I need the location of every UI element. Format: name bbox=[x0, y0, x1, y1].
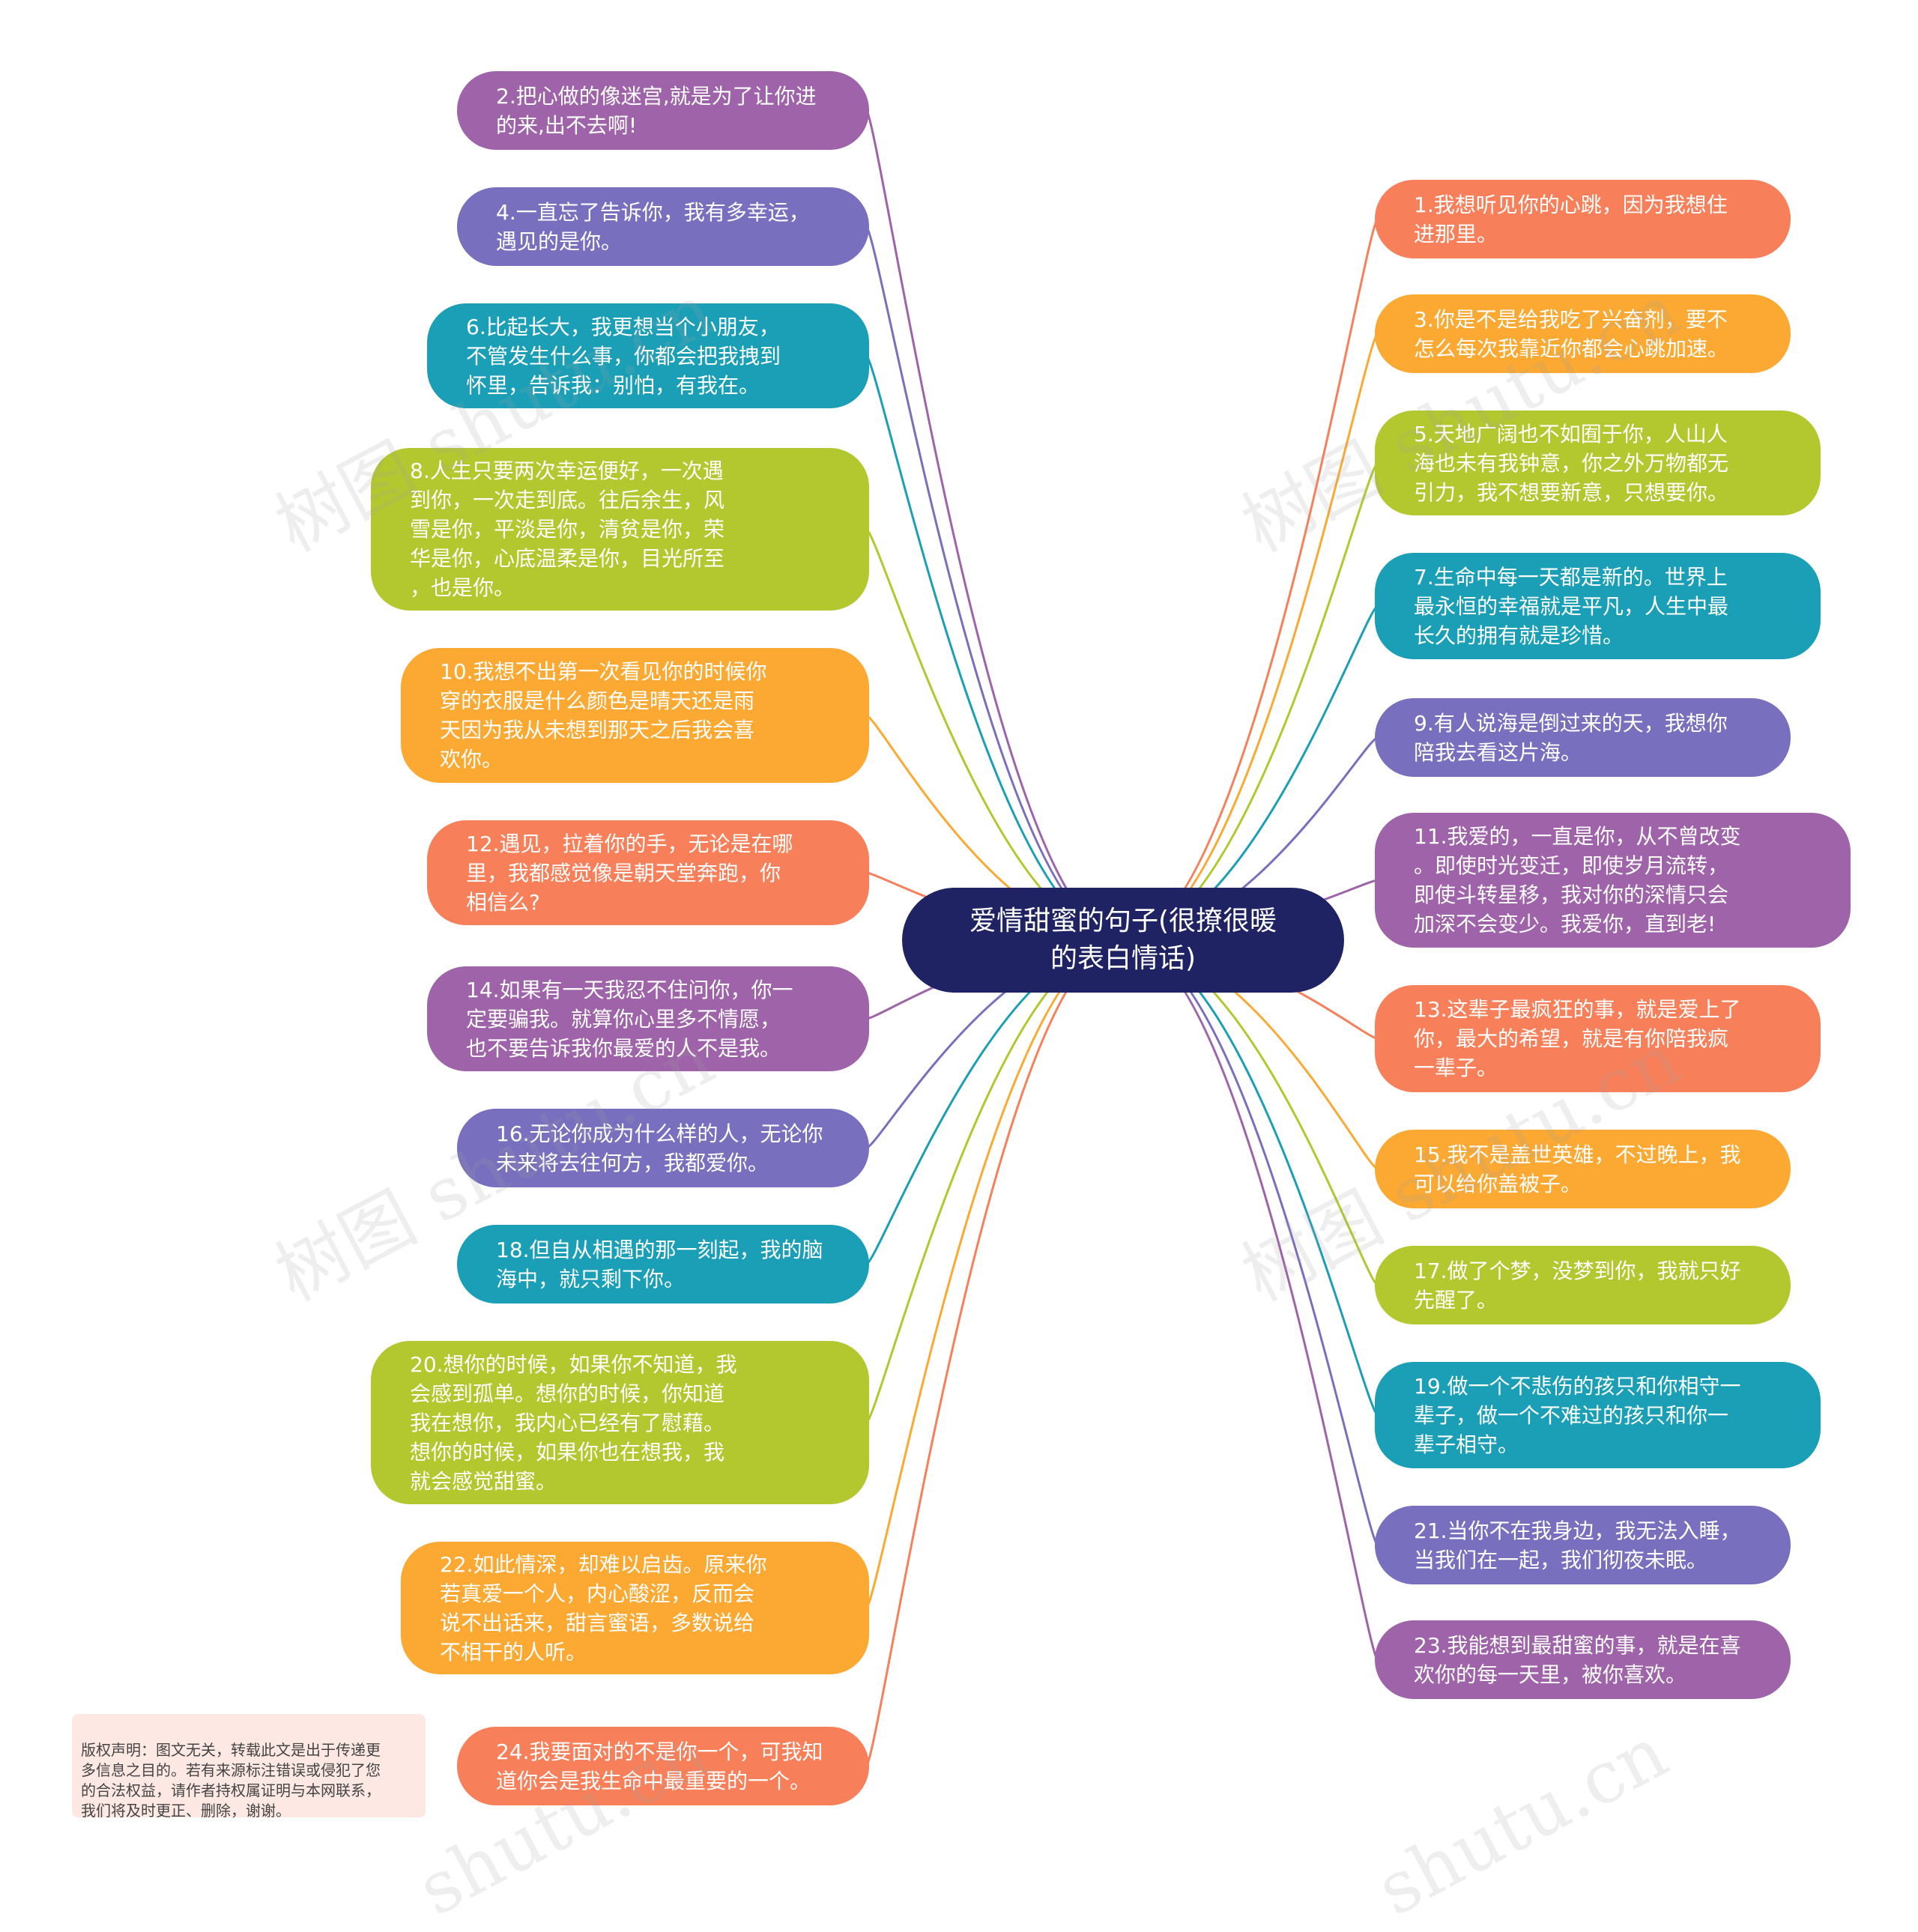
left-branch-node[interactable]: 12.遇见，拉着你的手，无论是在哪 里，我都感觉像是朝天堂奔跑，你 相信么? bbox=[427, 820, 869, 925]
right-connector-line bbox=[1123, 939, 1379, 1661]
left-branch-label: 12.遇见，拉着你的手，无论是在哪 里，我都感觉像是朝天堂奔跑，你 相信么? bbox=[466, 831, 793, 915]
left-branch-label: 10.我想不出第一次看见你的时候你 穿的衣服是什么颜色是晴天还是雨 天因为我从未… bbox=[440, 659, 767, 772]
right-branch-node[interactable]: 7.生命中每一天都是新的。世界上 最永恒的幸福就是平凡，人生中最 长久的拥有就是… bbox=[1375, 553, 1821, 659]
left-branch-label: 22.如此情深，却难以启齿。原来你 若真爱一个人，内心酸涩，反而会 说不出话来，… bbox=[440, 1551, 767, 1665]
left-branch-node[interactable]: 24.我要面对的不是你一个，可我知 道你会是我生命中最重要的一个。 bbox=[457, 1727, 869, 1805]
left-branch-node[interactable]: 2.把心做的像迷宫,就是为了让你进 的来,出不去啊! bbox=[457, 71, 869, 150]
right-branch-label: 15.我不是盖世英雄，不过晚上，我 可以给你盖被子。 bbox=[1414, 1142, 1741, 1196]
left-connector-line bbox=[865, 225, 1125, 942]
right-branch-node[interactable]: 1.我想听见你的心跳，因为我想住 进那里。 bbox=[1375, 180, 1791, 258]
right-branch-label: 23.我能想到最甜蜜的事，就是在喜 欢你的每一天里，被你喜欢。 bbox=[1414, 1632, 1741, 1687]
left-branch-node[interactable]: 22.如此情深，却难以启齿。原来你 若真爱一个人，内心酸涩，反而会 说不出话来，… bbox=[401, 1542, 869, 1674]
right-branch-label: 13.这辈子最疯狂的事，就是爱上了 你，最大的希望，就是有你陪我疯 一辈子。 bbox=[1414, 997, 1741, 1080]
right-branch-label: 9.有人说海是倒过来的天，我想你 陪我去看这片海。 bbox=[1414, 710, 1728, 765]
copyright-note-text: 版权声明：图文无关，转载此文是出于传递更 多信息之目的。若有来源标注错误或侵犯了… bbox=[81, 1741, 381, 1820]
left-branch-label: 18.但自从相遇的那一刻起，我的脑 海中，就只剩下你。 bbox=[496, 1237, 823, 1291]
right-connector-line bbox=[1123, 218, 1379, 942]
right-branch-node[interactable]: 3.你是不是给我吃了兴奋剂，要不 怎么每次我靠近你都会心跳加速。 bbox=[1375, 294, 1791, 373]
right-branch-node[interactable]: 19.做一个不悲伤的孩只和你相守一 辈子，做一个不难过的孩只和你一 辈子相守。 bbox=[1375, 1362, 1821, 1468]
left-branch-label: 6.比起长大，我更想当个小朋友， 不管发生什么事，你都会把我拽到 怀里，告诉我：… bbox=[466, 314, 781, 398]
left-branch-node[interactable]: 8.人生只要两次幸运便好，一次遇 到你，一次走到底。往后余生，风 雪是你，平淡是… bbox=[371, 448, 869, 611]
left-connector-line bbox=[865, 109, 1125, 942]
right-connector-line bbox=[1123, 939, 1379, 1417]
right-branch-node[interactable]: 23.我能想到最甜蜜的事，就是在喜 欢你的每一天里，被你喜欢。 bbox=[1375, 1620, 1791, 1699]
left-branch-label: 24.我要面对的不是你一个，可我知 道你会是我生命中最重要的一个。 bbox=[496, 1739, 823, 1793]
right-branch-label: 3.你是不是给我吃了兴奋剂，要不 怎么每次我靠近你都会心跳加速。 bbox=[1414, 306, 1729, 361]
central-topic-node[interactable]: 爱情甜蜜的句子(很撩很暖 的表白情话) bbox=[902, 888, 1344, 993]
left-branch-label: 14.如果有一天我忍不住问你，你一 定要骗我。就算你心里多不情愿， 也不要告诉我… bbox=[466, 977, 793, 1061]
right-branch-label: 1.我想听见你的心跳，因为我想住 进那里。 bbox=[1414, 192, 1728, 246]
left-branch-node[interactable]: 18.但自从相遇的那一刻起，我的脑 海中，就只剩下你。 bbox=[457, 1225, 869, 1303]
left-branch-label: 20.想你的时候，如果你不知道，我 会感到孤单。想你的时候，你知道 我在想你，我… bbox=[410, 1351, 737, 1494]
right-branch-label: 19.做一个不悲伤的孩只和你相守一 辈子，做一个不难过的孩只和你一 辈子相守。 bbox=[1414, 1373, 1741, 1457]
left-connector-line bbox=[865, 939, 1125, 1609]
left-branch-label: 4.一直忘了告诉你，我有多幸运， 遇见的是你。 bbox=[496, 199, 810, 254]
right-branch-node[interactable]: 13.这辈子最疯狂的事，就是爱上了 你，最大的希望，就是有你陪我疯 一辈子。 bbox=[1375, 985, 1821, 1092]
left-branch-node[interactable]: 10.我想不出第一次看见你的时候你 穿的衣服是什么颜色是晴天还是雨 天因为我从未… bbox=[401, 648, 869, 783]
right-branch-node[interactable]: 9.有人说海是倒过来的天，我想你 陪我去看这片海。 bbox=[1375, 698, 1791, 777]
right-branch-node[interactable]: 15.我不是盖世英雄，不过晚上，我 可以给你盖被子。 bbox=[1375, 1130, 1791, 1208]
right-connector-line bbox=[1123, 333, 1379, 942]
right-connector-line bbox=[1123, 939, 1379, 1546]
left-branch-label: 2.把心做的像迷宫,就是为了让你进 的来,出不去啊! bbox=[496, 83, 817, 138]
right-branch-label: 11.我爱的，一直是你，从不曾改变 。即使时光变迁，即使岁月流转， 即使斗转星移… bbox=[1414, 824, 1741, 936]
right-branch-node[interactable]: 21.当你不在我身边，我无法入睡， 当我们在一起，我们彻夜未眠。 bbox=[1375, 1506, 1791, 1584]
right-branch-label: 21.当你不在我身边，我无法入睡， 当我们在一起，我们彻夜未眠。 bbox=[1414, 1518, 1741, 1572]
left-branch-node[interactable]: 6.比起长大，我更想当个小朋友， 不管发生什么事，你都会把我拽到 怀里，告诉我：… bbox=[427, 303, 869, 408]
right-branch-label: 5.天地广阔也不如囿于你，人山人 海也未有我钟意，你之外万物都无 引力，我不想要… bbox=[1414, 421, 1729, 505]
left-branch-node[interactable]: 14.如果有一天我忍不住问你，你一 定要骗我。就算你心里多不情愿， 也不要告诉我… bbox=[427, 966, 869, 1071]
left-branch-label: 8.人生只要两次幸运便好，一次遇 到你，一次走到底。往后余生，风 雪是你，平淡是… bbox=[410, 458, 725, 600]
left-branch-label: 16.无论你成为什么样的人，无论你 未来将去往何方，我都爱你。 bbox=[496, 1121, 823, 1175]
left-branch-node[interactable]: 4.一直忘了告诉你，我有多幸运， 遇见的是你。 bbox=[457, 187, 869, 266]
left-connector-line bbox=[865, 354, 1125, 942]
left-connector-line bbox=[865, 939, 1125, 1767]
left-branch-node[interactable]: 16.无论你成为什么样的人，无论你 未来将去往何方，我都爱你。 bbox=[457, 1109, 869, 1187]
right-branch-node[interactable]: 11.我爱的，一直是你，从不曾改变 。即使时光变迁，即使岁月流转， 即使斗转星移… bbox=[1375, 813, 1851, 948]
right-connector-line bbox=[1123, 461, 1379, 942]
right-branch-node[interactable]: 17.做了个梦，没梦到你，我就只好 先醒了。 bbox=[1375, 1246, 1791, 1324]
central-topic-label: 爱情甜蜜的句子(很撩很暖 的表白情话) bbox=[969, 906, 1277, 974]
right-branch-label: 7.生命中每一天都是新的。世界上 最永恒的幸福就是平凡，人生中最 长久的拥有就是… bbox=[1414, 564, 1729, 648]
left-branch-node[interactable]: 20.想你的时候，如果你不知道，我 会感到孤单。想你的时候，你知道 我在想你，我… bbox=[371, 1341, 869, 1504]
copyright-note: 版权声明：图文无关，转载此文是出于传递更 多信息之目的。若有来源标注错误或侵犯了… bbox=[72, 1714, 426, 1820]
right-branch-label: 17.做了个梦，没梦到你，我就只好 先醒了。 bbox=[1414, 1258, 1741, 1312]
right-branch-node[interactable]: 5.天地广阔也不如囿于你，人山人 海也未有我钟意，你之外万物都无 引力，我不想要… bbox=[1375, 411, 1821, 515]
